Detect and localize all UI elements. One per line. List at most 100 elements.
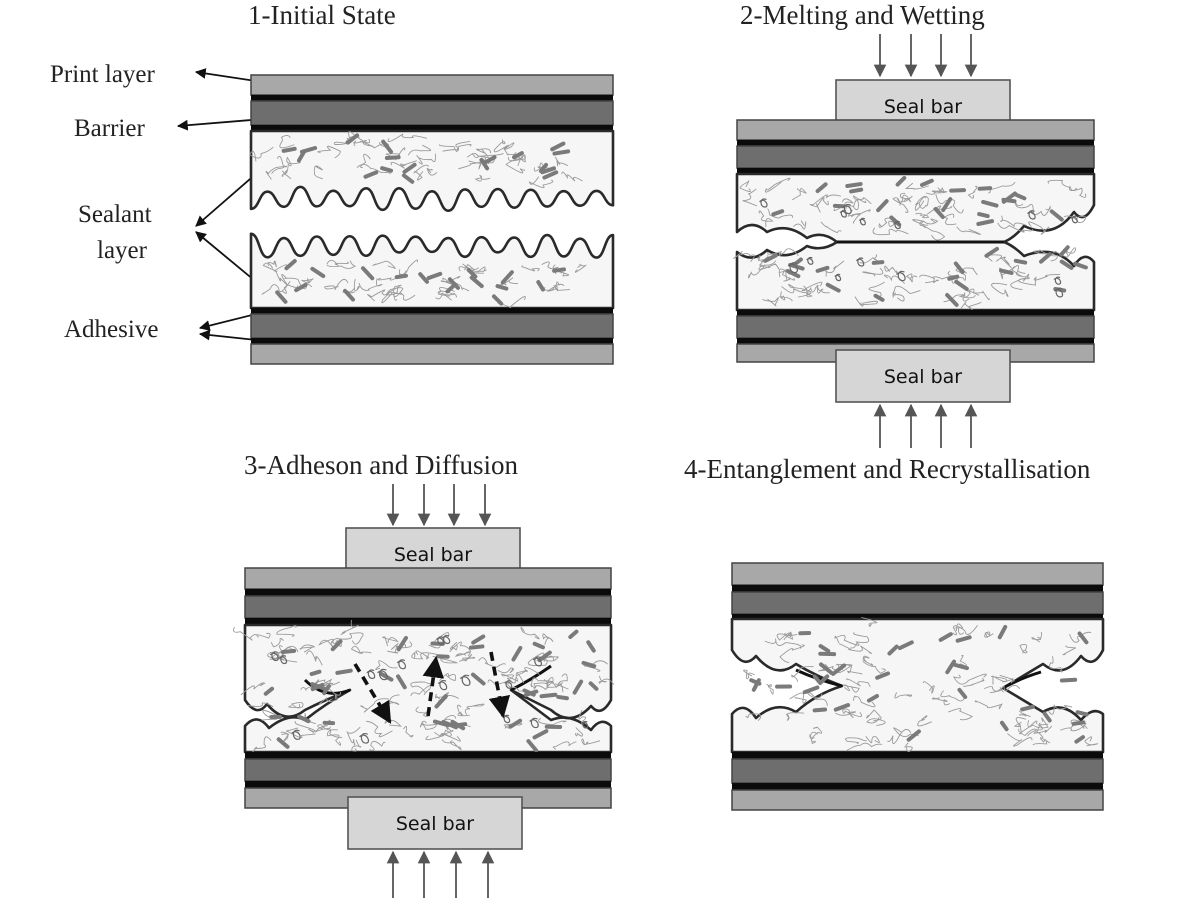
diffusion-arrow (353, 663, 392, 724)
polymer-chain (553, 285, 570, 292)
polymer-chain (256, 632, 271, 639)
polymer-chain (1069, 631, 1092, 643)
chain-coil (435, 636, 445, 646)
crystallite (997, 624, 1008, 640)
polymer-chain (527, 652, 548, 667)
crystallite (1020, 704, 1035, 712)
polymer-chain (984, 685, 1004, 693)
adhesive-layer (251, 125, 613, 131)
sealant-texture (733, 245, 1088, 310)
polymer-chain (233, 626, 258, 641)
crystallite (379, 671, 394, 682)
polymer-chain (810, 726, 823, 740)
polymer-chain (1063, 215, 1087, 223)
chain-coil (893, 220, 901, 230)
polymer-chain (758, 210, 774, 228)
crystallite (343, 288, 355, 302)
barrier-layer (731, 758, 1104, 784)
polymer-chain (778, 291, 793, 302)
crystallite (572, 679, 584, 695)
crystallite (1049, 209, 1064, 222)
adhesive-layer (245, 618, 611, 625)
adhesive-layer (737, 168, 1094, 174)
adhesive-layer (737, 140, 1094, 146)
polymer-chain (809, 731, 818, 745)
polymer-chain (1033, 273, 1061, 286)
crystallite (945, 293, 959, 307)
crystallite (1013, 192, 1027, 201)
polymer-chain (270, 638, 284, 648)
polymer-chain (505, 157, 526, 174)
polymer-chain (410, 681, 434, 693)
crystallite (957, 687, 968, 700)
polymer-chain (279, 134, 295, 149)
polymer-chain (455, 140, 472, 151)
polymer-chain (311, 679, 334, 687)
sealant-texture (739, 175, 1087, 241)
polymer-chain (520, 626, 540, 640)
crystallite (310, 682, 325, 692)
crystallite (849, 187, 864, 194)
polymer-chain (425, 733, 461, 742)
polymer-chain (807, 692, 828, 706)
sealant-texture (233, 619, 615, 755)
polymer-chain (905, 273, 918, 283)
polymer-chain (426, 167, 438, 176)
polymer-chain (466, 153, 504, 158)
crystallite (294, 282, 308, 293)
crystallite (481, 155, 497, 166)
polymer-chain (954, 623, 964, 635)
polymer-chain (387, 641, 413, 654)
print-layer (731, 562, 1104, 586)
crystallite (1071, 720, 1086, 726)
crystallite (542, 170, 559, 180)
crystallite (552, 267, 566, 273)
adhesive-layer (732, 752, 1103, 759)
polymer-chain (581, 738, 601, 746)
polymer-chain (530, 682, 549, 691)
polymer-chain (845, 742, 883, 752)
polymer-chain (338, 632, 364, 645)
polymer-chain (912, 219, 929, 226)
polymer-chain (360, 153, 371, 168)
crystallite (526, 739, 539, 753)
sealant-layer-label-line1: Sealant (78, 201, 152, 228)
crystallite (976, 219, 995, 227)
crystallite (1077, 631, 1089, 645)
polymer-chain (1033, 725, 1053, 739)
chain-coil (437, 679, 448, 691)
crystallite (1072, 261, 1088, 270)
polymer-chain (931, 697, 951, 706)
panel-initial-state (248, 74, 615, 365)
seal-bar-label: Seal bar (394, 544, 472, 566)
crystallite (818, 644, 831, 653)
polymer-chain (497, 667, 514, 674)
polymer-chain (862, 655, 874, 666)
sealant-layer-bottom (249, 232, 615, 310)
pressure-arrows (386, 484, 492, 527)
crystallite (280, 648, 297, 654)
crystallite (556, 694, 569, 701)
polymer-chain (952, 673, 987, 685)
polymer-chain (999, 215, 1027, 228)
crystallite (418, 272, 430, 284)
polymer-chain (441, 739, 462, 751)
crystallite (471, 634, 486, 645)
polymer-chain (543, 679, 564, 693)
polymer-chain (507, 154, 526, 166)
crystallite (500, 270, 514, 285)
crystallite (296, 149, 307, 163)
polymer-chain (478, 657, 506, 669)
polymer-chain (866, 717, 886, 727)
polymer-chain (240, 682, 266, 696)
polymer-chain (919, 274, 939, 284)
polymer-chain (306, 650, 323, 666)
polymer-chain (267, 260, 277, 268)
chain-coil (896, 270, 906, 282)
crystallite (999, 720, 1009, 732)
polymer-chain (791, 187, 808, 201)
crystallite (812, 674, 823, 685)
adhesive-layer (737, 338, 1094, 344)
polymer-chain (914, 196, 927, 211)
